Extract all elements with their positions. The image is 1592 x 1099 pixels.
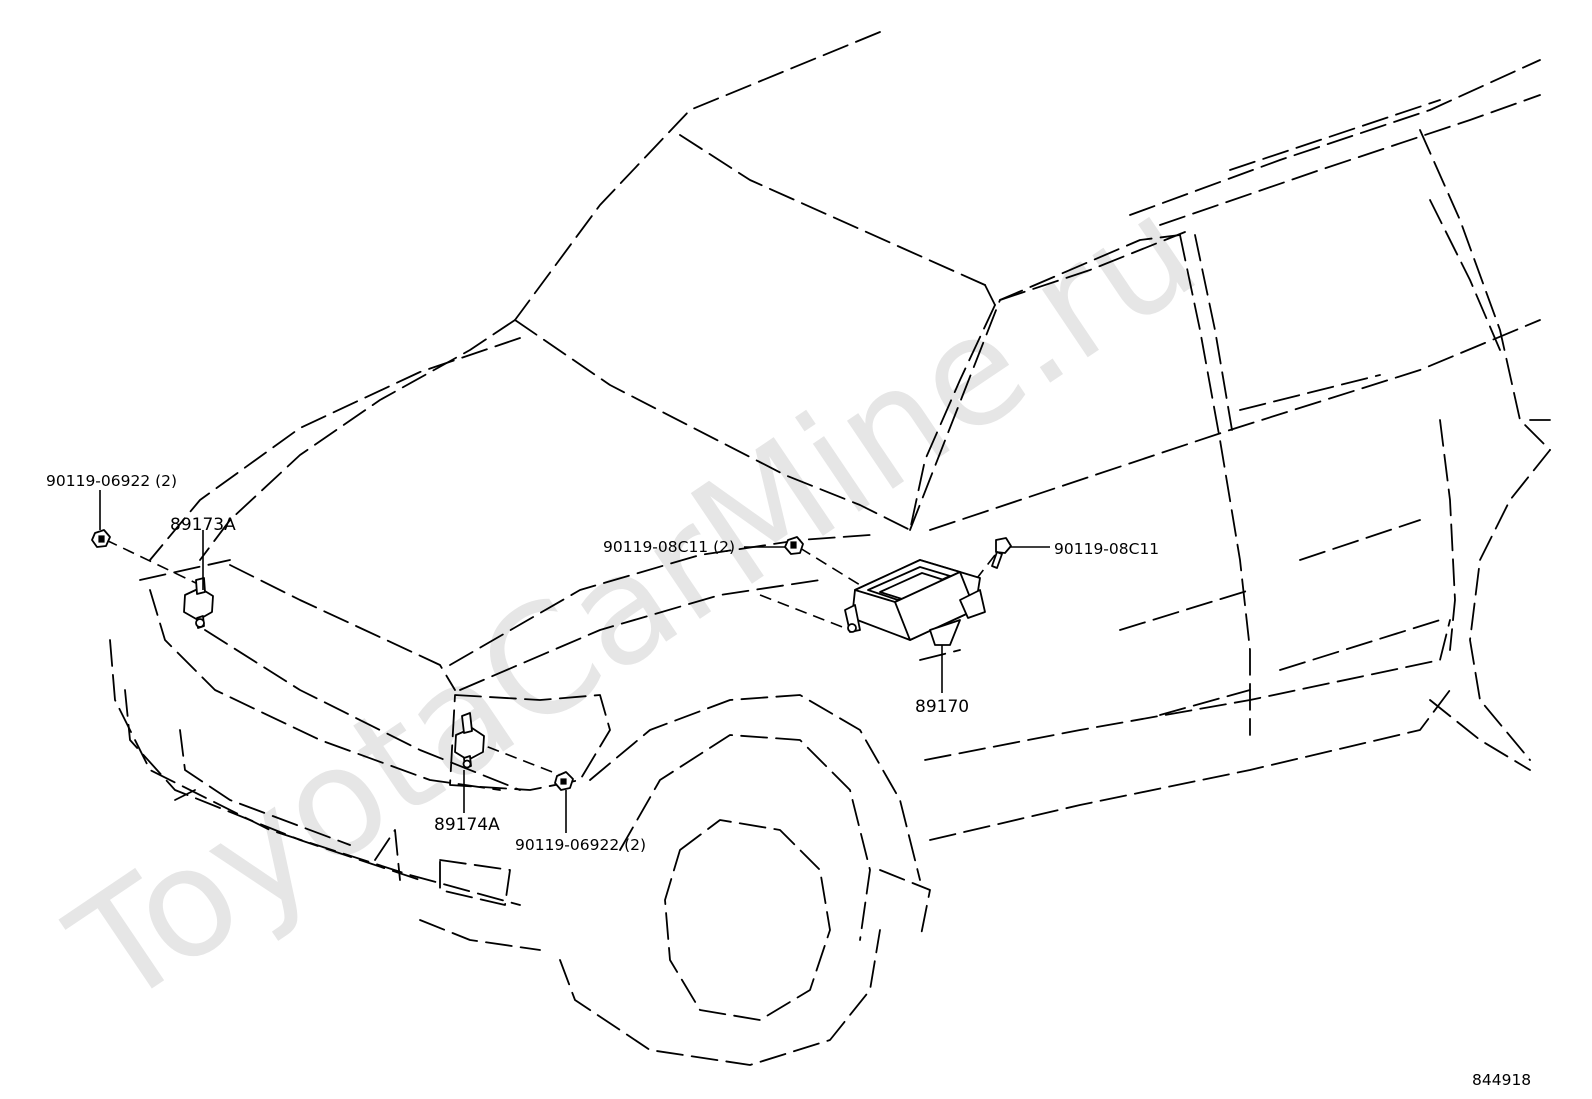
diagram-id: 844918 [1472, 1071, 1531, 1089]
callout-bolt-bottom: 90119-06922 (2) [515, 836, 646, 854]
callout-bolt-left-top: 90119-06922 (2) [46, 472, 177, 490]
sensor-89173a[interactable] [183, 577, 214, 629]
sensor-89174a[interactable] [454, 712, 485, 769]
leader-lines [99, 490, 1050, 833]
callout-bolt-right: 90119-08C11 [1054, 540, 1159, 558]
callout-bolt-center: 90119-08C11 (2) [603, 538, 735, 556]
bolt-90119-08c11-right[interactable] [991, 537, 1012, 569]
callout-sensor-89174a: 89174A [434, 815, 500, 835]
callout-sensor-89173a: 89173A [170, 515, 236, 535]
vehicle-outline [109, 31, 1551, 1066]
airbag-ecu-89170[interactable] [844, 559, 986, 646]
bolt-90119-06922-bottom[interactable] [554, 771, 574, 791]
bolt-90119-06922-left[interactable] [91, 529, 111, 548]
bolt-90119-08c11-center[interactable] [784, 536, 804, 555]
callout-labels: 90119-06922 (2) 89173A 90119-08C11 (2) 9… [46, 472, 1531, 1089]
callout-ecu-89170: 89170 [915, 697, 969, 717]
watermark: ToyotaCarMine.ru [42, 163, 1226, 1041]
